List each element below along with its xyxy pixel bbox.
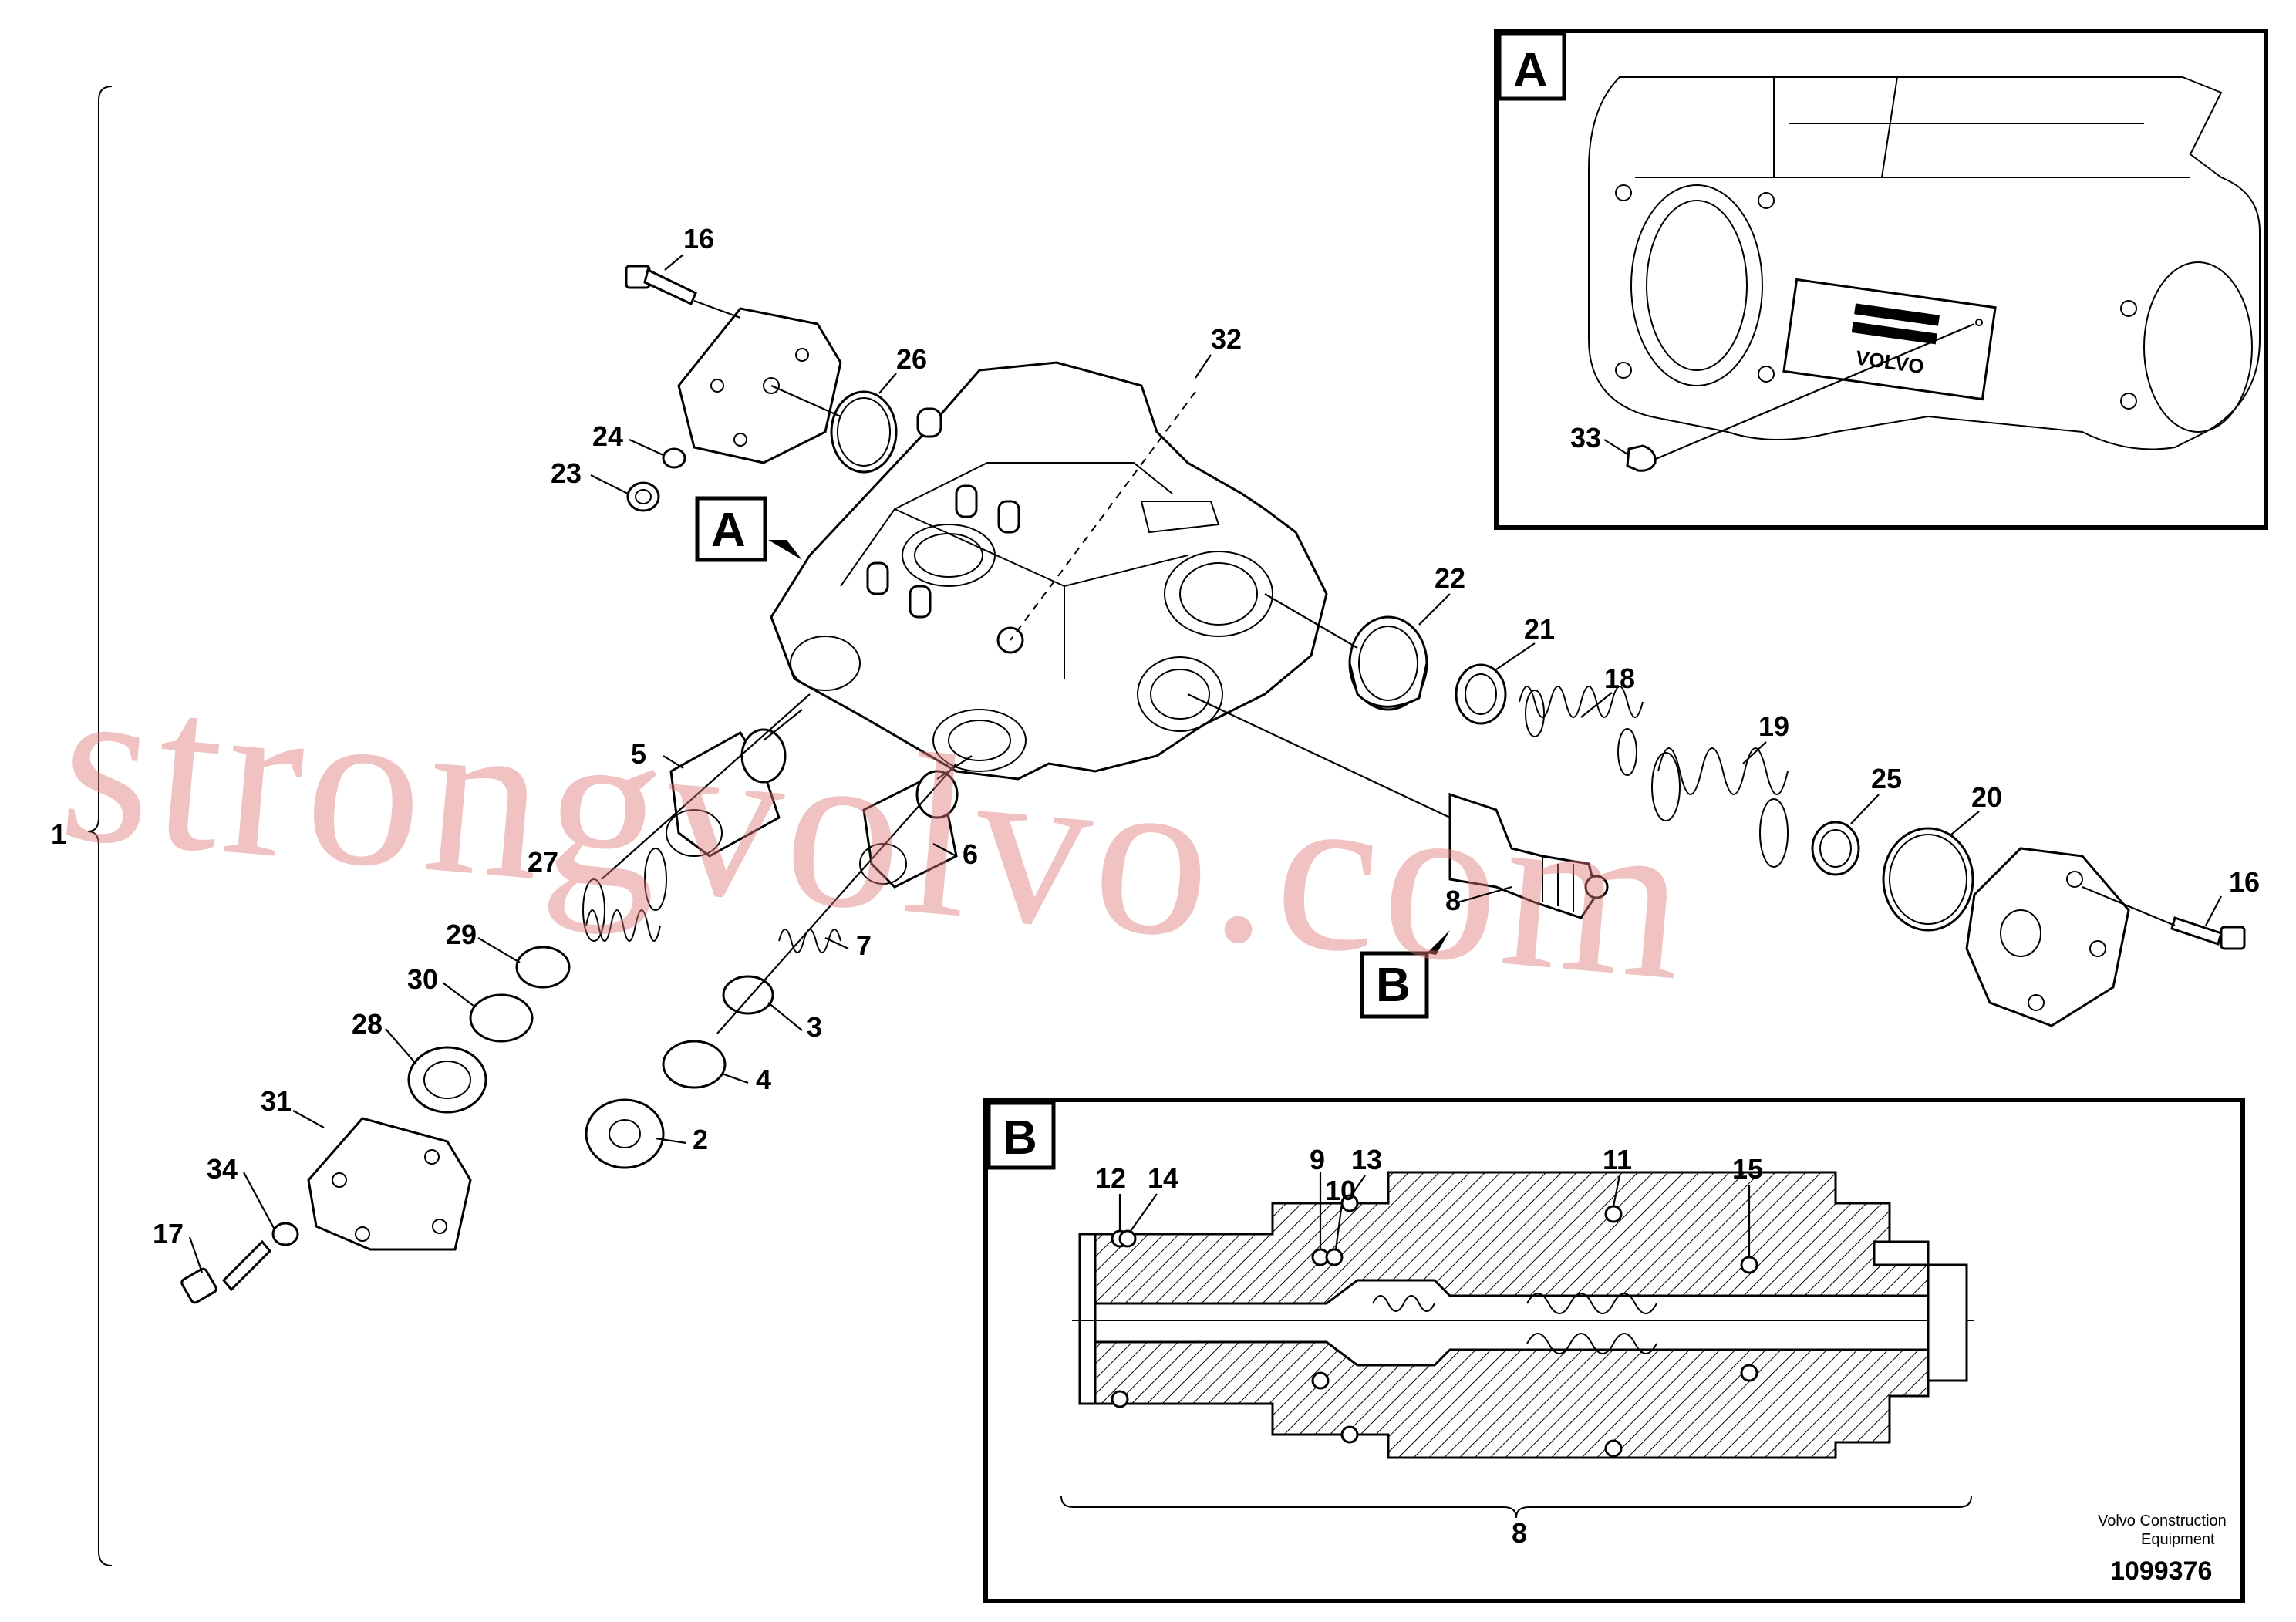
callout-13: 13 (1351, 1144, 1382, 1175)
part-24-washer (662, 447, 686, 469)
callout-27: 27 (528, 846, 558, 878)
callout-25: 25 (1871, 763, 1902, 794)
view-b-marker (1360, 951, 1429, 1019)
callout-28: 28 (352, 1008, 383, 1040)
view-b-marker-label: B (1376, 959, 1411, 1012)
part-20-oring (1882, 827, 1974, 932)
document-number: 1099376 (2110, 1556, 2212, 1586)
part-27-spring (582, 848, 667, 942)
callout-4: 4 (756, 1064, 771, 1095)
callout-23: 23 (551, 457, 582, 489)
callout-24: 24 (592, 420, 623, 452)
valve-housing (770, 361, 1328, 781)
callout-10: 10 (1325, 1175, 1356, 1206)
callout-20: 20 (1971, 781, 2002, 813)
part-21-spring-seat (1455, 663, 1507, 725)
part-4-oring (662, 1040, 727, 1089)
part-29-oring (515, 946, 571, 989)
part-15-oring (1740, 1256, 1758, 1274)
callout-7: 7 (856, 929, 872, 961)
callout-3: 3 (807, 1011, 822, 1043)
callout-8: 8 (1445, 885, 1461, 916)
part-11-oring (1604, 1205, 1623, 1223)
callout-8-detail: 8 (1512, 1517, 1527, 1549)
part-28-plug (407, 1046, 487, 1114)
view-a-marker (695, 496, 767, 562)
callout-16-top: 16 (683, 223, 714, 255)
callout-31: 31 (261, 1085, 292, 1117)
callout-11: 11 (1603, 1144, 1632, 1175)
view-a-marker-label: A (711, 504, 746, 557)
detail-b-box: B (983, 1098, 2245, 1603)
credit-line-1: Volvo Construction (2098, 1512, 2227, 1529)
detail-b-label: B (1003, 1111, 1037, 1165)
callout-22: 22 (1435, 562, 1465, 594)
callout-32: 32 (1211, 323, 1242, 355)
callout-33: 33 (1570, 422, 1601, 454)
assembly-bracket (87, 86, 113, 1566)
callout-2: 2 (693, 1124, 708, 1155)
callout-6: 6 (963, 838, 978, 870)
callout-9: 9 (1310, 1144, 1325, 1175)
callout-16-right: 16 (2229, 866, 2260, 898)
callout-19: 19 (1758, 710, 1789, 742)
part-8-relief-valve (1448, 792, 1609, 919)
callout-30: 30 (407, 963, 438, 995)
right-cover (1965, 847, 2130, 1027)
part-34-washer (271, 1222, 299, 1246)
part-5-spool (666, 728, 787, 858)
part-33-rivet (1626, 444, 1657, 472)
part-17-bolt (180, 1239, 272, 1304)
callout-29: 29 (446, 919, 477, 950)
part-16-bolt-top (625, 265, 697, 306)
cartridge-section-lower (1094, 1340, 1930, 1459)
detail-a-label: A (1513, 44, 1548, 97)
credit-line-2: Equipment (2141, 1531, 2215, 1548)
callout-14: 14 (1148, 1162, 1178, 1194)
callout-26: 26 (896, 343, 927, 375)
part-19-spring (1651, 747, 1789, 868)
callout-12: 12 (1095, 1162, 1126, 1194)
part-30-oring (469, 993, 534, 1043)
part-18-spring (1519, 686, 1644, 776)
part-23-plug (626, 481, 660, 512)
part-31-cover (307, 1117, 472, 1251)
top-cover (677, 307, 842, 464)
part-26-oring (830, 390, 898, 474)
callout-5: 5 (631, 738, 646, 770)
callout-21: 21 (1524, 613, 1555, 645)
callout-15: 15 (1732, 1153, 1763, 1185)
part-10-backup (1325, 1248, 1344, 1266)
callout-34: 34 (207, 1153, 238, 1185)
callout-17: 17 (153, 1218, 184, 1249)
part-6-spool (859, 770, 959, 889)
part-2-plug (585, 1098, 665, 1169)
detail-a-box: A VOLVO 33 (1494, 29, 2268, 530)
nameplate: VOLVO (1782, 278, 1997, 401)
part-3-oring (722, 975, 774, 1015)
part-14-backup (1118, 1229, 1137, 1248)
callout-18: 18 (1604, 663, 1635, 694)
part-22-sleeve (1348, 615, 1428, 711)
callout-1: 1 (51, 818, 66, 850)
